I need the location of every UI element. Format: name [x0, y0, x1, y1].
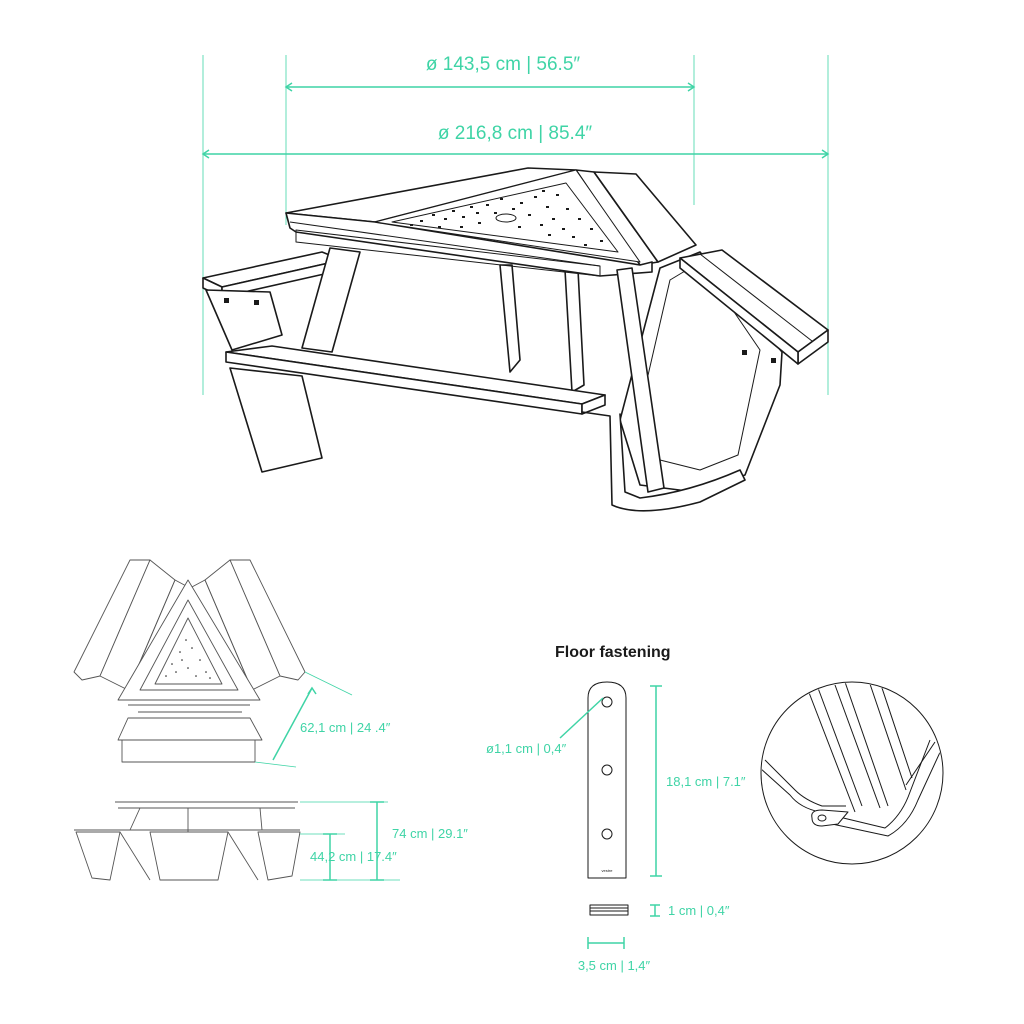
plan-bench-front	[121, 739, 256, 763]
detail-fastening-hole	[817, 814, 827, 822]
plate-width-dimension: 3,5 cm | 1,4″	[578, 937, 651, 973]
fastening-hole-middle	[601, 764, 613, 776]
table-height-dimension: 74 cm | 29.1″	[370, 801, 468, 881]
hole-diameter-label: ø1,1 cm | 0,4″	[486, 741, 567, 756]
back-left-leg	[499, 264, 521, 373]
floor-fastening-title: Floor fastening	[555, 644, 671, 661]
plate-thickness-dimension: 1 cm | 0,4″	[650, 903, 730, 918]
back-centre-leg	[564, 269, 585, 393]
perforation-pattern	[410, 190, 603, 246]
outer-diameter-dimension: ø 216,8 cm | 85.4″	[201, 123, 830, 159]
fastening-detail	[760, 681, 944, 865]
fastening-hole-top	[601, 696, 613, 708]
left-bench-support	[205, 289, 283, 351]
plate-thickness-label: 1 cm | 0,4″	[668, 903, 730, 918]
plate-marking: vestre	[602, 868, 614, 873]
plate-section	[589, 904, 629, 916]
detail-circle	[760, 681, 944, 865]
outer-diameter-label: ø 216,8 cm | 85.4″	[438, 123, 593, 144]
fastening-hole-bottom	[601, 828, 613, 840]
seat-height-dimension: 44,2 cm | 17.4″	[310, 833, 397, 881]
end-support-frame	[581, 411, 746, 512]
front-centre-leg	[616, 267, 665, 493]
front-bench	[225, 345, 606, 473]
table-height-label: 74 cm | 29.1″	[392, 826, 468, 841]
top-dimensions: ø 143,5 cm | 56.5″ ø 216,8 cm | 85.4″	[201, 54, 830, 395]
inner-diameter-label: ø 143,5 cm | 56.5″	[426, 54, 581, 75]
plate-length-label: 18,1 cm | 7.1″	[666, 774, 746, 789]
right-bench	[619, 249, 829, 493]
front-left-leg	[301, 247, 361, 353]
umbrella-hole	[495, 213, 517, 223]
inner-diameter-dimension: ø 143,5 cm | 56.5″	[284, 54, 696, 92]
hole-diameter-dimension: ø1,1 cm | 0,4″	[486, 697, 604, 756]
front-bench-support	[229, 367, 323, 473]
seat-width-dimension: 62,1 cm | 24 .4″	[254, 671, 391, 768]
detail-fastening-plate	[811, 809, 849, 827]
floor-fastening: Floor fastening vestre ø1,1 cm | 0,4″ 18…	[486, 644, 746, 973]
plan-perforation	[165, 639, 211, 679]
plate-length-dimension: 18,1 cm | 7.1″	[650, 685, 746, 877]
plan-tabletop	[117, 579, 261, 701]
plate-width-label: 3,5 cm | 1,4″	[578, 958, 651, 973]
table-perspective-view	[202, 167, 829, 512]
plan-view: 62,1 cm | 24 .4″	[73, 559, 391, 768]
seat-width-label: 62,1 cm | 24 .4″	[300, 720, 391, 735]
side-elevation: 74 cm | 29.1″ 44,2 cm | 17.4″	[74, 801, 468, 881]
fastening-plate	[587, 681, 627, 879]
seat-height-label: 44,2 cm | 17.4″	[310, 849, 397, 864]
left-bench	[202, 251, 343, 351]
table-top	[285, 167, 697, 277]
